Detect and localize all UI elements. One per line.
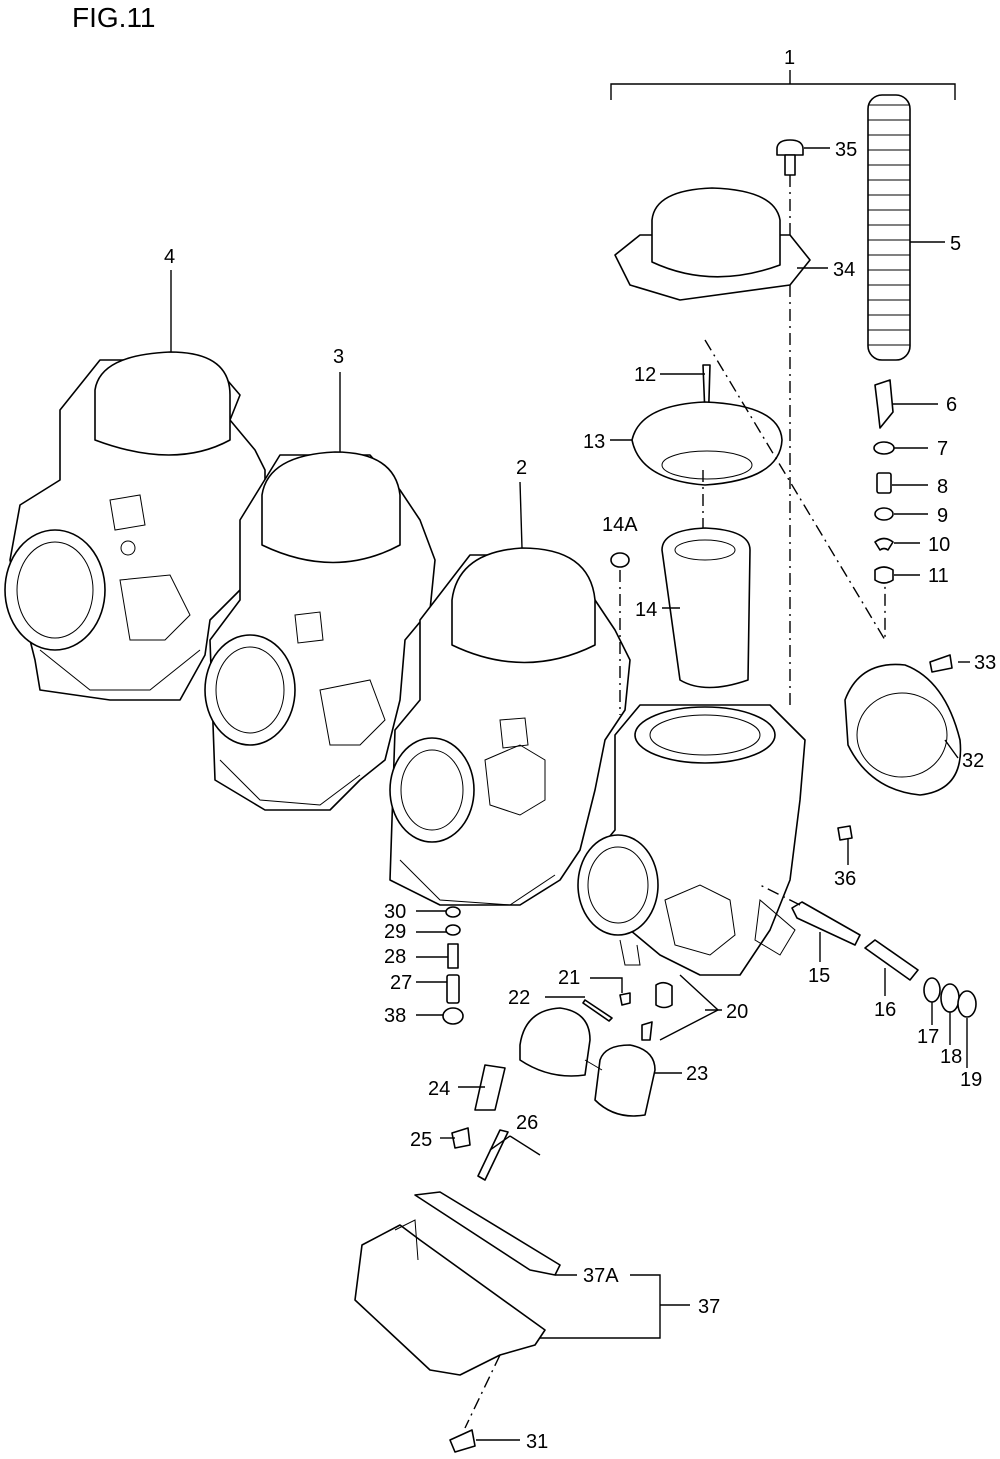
callout-33: 33 <box>974 652 996 674</box>
leader-line-2 <box>519 481 523 549</box>
callout-labels: 1 2 3 4 5 6 7 8 9 10 11 12 13 14 14A 15 … <box>164 47 996 1453</box>
callout-3: 3 <box>333 346 344 368</box>
figure-title: FIG.11 <box>72 2 156 33</box>
callout-5: 5 <box>950 233 961 255</box>
idle-stack <box>442 906 464 1025</box>
cover-32 <box>844 663 962 796</box>
gasket-37A <box>414 1191 561 1276</box>
diaphragm-13 <box>631 401 783 486</box>
leader-line-26 <box>659 974 720 1041</box>
carburetor-3 <box>204 451 436 811</box>
callout-11: 11 <box>928 565 949 587</box>
callout-15: 15 <box>808 965 830 987</box>
callout-8: 8 <box>937 476 948 498</box>
callout-13: 13 <box>583 431 605 453</box>
callout-30: 30 <box>384 901 406 923</box>
callout-22: 22 <box>508 987 530 1009</box>
needle-valve-20 <box>641 981 673 1041</box>
callout-34: 34 <box>833 259 855 281</box>
top-cap <box>614 187 811 301</box>
callout-6: 6 <box>946 394 957 416</box>
screw-33 <box>929 654 953 673</box>
leader-line-41 <box>540 1274 661 1339</box>
leader-line-18 <box>944 739 959 759</box>
float-chamber-37 <box>354 1219 546 1376</box>
alignment-line-6 <box>759 884 801 906</box>
callout-19: 19 <box>960 1069 982 1091</box>
callout-32: 32 <box>962 750 984 772</box>
needle-parts <box>873 379 895 584</box>
needle-jet-26 <box>477 1129 509 1181</box>
callout-16: 16 <box>874 999 896 1021</box>
callout-20: 20 <box>726 1001 748 1023</box>
leader-line-27 <box>590 977 623 993</box>
callout-21: 21 <box>558 967 580 989</box>
carburetor-4 <box>4 351 266 701</box>
leader-line-0 <box>610 83 956 100</box>
callout-26: 26 <box>516 1112 538 1134</box>
callout-14: 14 <box>635 599 657 621</box>
pilot-screw-set <box>791 901 977 1018</box>
leader-line-33 <box>509 1135 541 1156</box>
callout-14A: 14A <box>602 514 638 536</box>
alignment-line-3 <box>704 339 886 643</box>
spring-5 <box>867 94 911 361</box>
callout-29: 29 <box>384 921 406 943</box>
piston-14 <box>661 527 751 689</box>
callout-36: 36 <box>834 868 856 890</box>
callout-35: 35 <box>835 139 857 161</box>
screw-21 <box>619 992 631 1006</box>
main-jet-25 <box>451 1127 471 1149</box>
callout-12: 12 <box>634 364 656 386</box>
callout-37A: 37A <box>583 1265 619 1287</box>
main-jet-holder-24 <box>474 1064 506 1111</box>
pin-22 <box>582 999 613 1022</box>
callout-18: 18 <box>940 1046 962 1068</box>
carburetor-2 <box>389 547 631 906</box>
callout-1: 1 <box>784 47 795 69</box>
callout-38: 38 <box>384 1005 406 1027</box>
callout-10: 10 <box>928 534 950 556</box>
callout-27: 27 <box>390 972 412 994</box>
callout-2: 2 <box>516 457 527 479</box>
screw-36 <box>837 825 853 841</box>
leader-line-32 <box>489 1135 511 1151</box>
screw-31 <box>449 1429 476 1453</box>
callout-7: 7 <box>937 438 948 460</box>
callout-28: 28 <box>384 946 406 968</box>
washer-14A <box>610 552 630 568</box>
callout-37: 37 <box>698 1296 720 1318</box>
callout-31: 31 <box>526 1431 548 1453</box>
callout-4: 4 <box>164 246 175 268</box>
screw-35 <box>776 139 804 176</box>
callout-23: 23 <box>686 1063 708 1085</box>
carburetor-1-body <box>577 704 806 976</box>
callout-17: 17 <box>917 1026 939 1048</box>
callout-25: 25 <box>410 1129 432 1151</box>
callout-24: 24 <box>428 1078 450 1100</box>
leader-lines <box>170 70 970 1441</box>
callout-9: 9 <box>937 505 948 527</box>
float-assembly <box>519 1007 656 1117</box>
